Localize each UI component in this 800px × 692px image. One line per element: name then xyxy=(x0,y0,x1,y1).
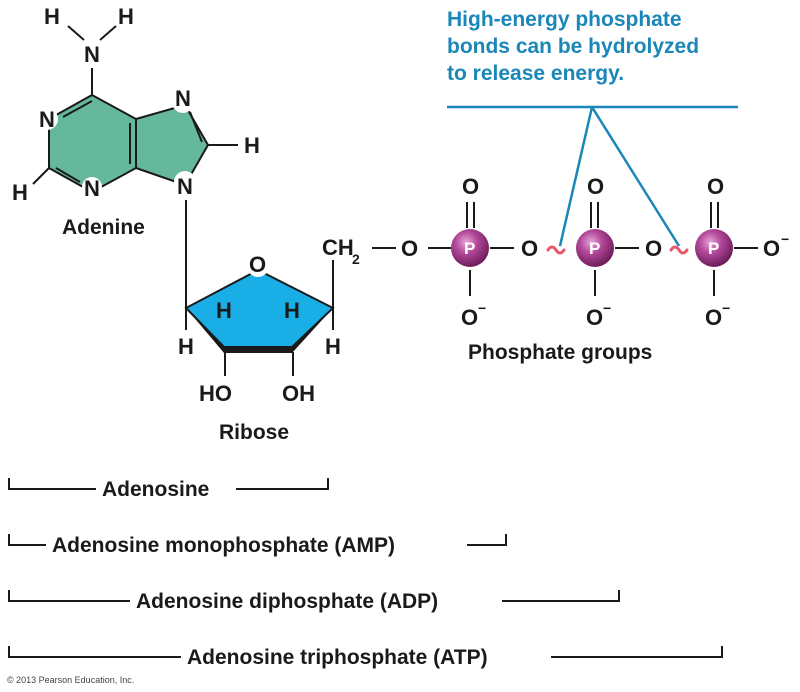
phosphate-groups-label: Phosphate groups xyxy=(468,341,652,364)
callout-pointer-bond-1 xyxy=(558,106,594,247)
atom-oh-left: HO xyxy=(199,381,232,406)
atom-amine-h1: H xyxy=(44,4,60,29)
atom-p3-bottom-o: O xyxy=(705,305,722,330)
amine-h-bond-2 xyxy=(99,25,117,41)
callout-line-3: to release energy. xyxy=(447,62,624,85)
range-label-adp: Adenosine diphosphate (ADP) xyxy=(136,590,438,613)
phosphate-group-3: O P O − O − xyxy=(695,174,789,330)
range-amp: Adenosine monophosphate (AMP) xyxy=(8,534,507,557)
atom-link-o: O xyxy=(401,236,418,261)
adenine: H H N N N N N H H Adenine xyxy=(12,4,260,239)
phosphate-group-1: O P O − O xyxy=(451,174,538,330)
ribose: O H H H H HO OH Ribose CH 2 xyxy=(178,235,360,444)
atom-n9: N xyxy=(177,174,193,199)
ribose-label: Ribose xyxy=(219,421,289,444)
callout-pointer-bond-2 xyxy=(590,106,681,247)
phosphate-chain: O O P O − O O P O − O xyxy=(372,174,789,364)
atom-n7: N xyxy=(175,86,191,111)
copyright: © 2013 Pearson Education, Inc. xyxy=(7,675,134,685)
atom-h2: H xyxy=(12,180,28,205)
svg-text:−: − xyxy=(722,300,730,316)
atom-n3: N xyxy=(84,176,100,201)
atom-p3-right-o: O xyxy=(763,236,780,261)
atom-p1-right-o: O xyxy=(521,236,538,261)
double-bond-n3 xyxy=(55,167,81,183)
range-label-amp: Adenosine monophosphate (AMP) xyxy=(52,534,395,557)
range-label-atp: Adenosine triphosphate (ATP) xyxy=(187,646,488,669)
atom-ring-o: O xyxy=(249,252,266,277)
phosphorus-ball-3 xyxy=(695,229,733,267)
atom-amine-h2: H xyxy=(118,4,134,29)
phosphorus-ball-1 xyxy=(451,229,489,267)
adenine-label: Adenine xyxy=(62,216,145,239)
phosphate-group-2: O P O − O xyxy=(576,174,662,330)
atom-amine-n: N xyxy=(84,42,100,67)
svg-text:−: − xyxy=(603,300,611,316)
atom-p1-top-o: O xyxy=(462,174,479,199)
high-energy-bond-1 xyxy=(546,245,566,255)
atom-h-c4: H xyxy=(325,334,341,359)
range-label-adenosine: Adenosine xyxy=(102,478,209,501)
atom-h-c1: H xyxy=(178,334,194,359)
c2-h-bond xyxy=(32,167,50,185)
callout-line-2: bonds can be hydrolyzed xyxy=(447,35,699,58)
callout-line-1: High-energy phosphate xyxy=(447,8,682,31)
atom-p2-bottom-o: O xyxy=(586,305,603,330)
svg-text:−: − xyxy=(478,300,486,316)
double-bond-n1 xyxy=(62,100,93,118)
atom-p1-bottom-o: O xyxy=(461,305,478,330)
atom-inner-h-right: H xyxy=(284,298,300,323)
adenine-ring xyxy=(48,93,210,194)
ribose-ring xyxy=(184,268,335,348)
double-bond-n7 xyxy=(189,111,203,143)
atom-p3-top-o: O xyxy=(707,174,724,199)
phosphorus-ball-2 xyxy=(576,229,614,267)
range-adenosine: Adenosine xyxy=(8,478,329,501)
atom-p1: P xyxy=(464,239,475,258)
atom-inner-h-left: H xyxy=(216,298,232,323)
high-energy-bond-2 xyxy=(669,245,689,255)
atom-p2-right-o: O xyxy=(645,236,662,261)
amine-h-bond-1 xyxy=(67,25,85,41)
range-atp: Adenosine triphosphate (ATP) xyxy=(8,646,723,669)
range-adp: Adenosine diphosphate (ADP) xyxy=(8,590,620,613)
atom-ch: CH xyxy=(322,235,354,260)
atom-p2: P xyxy=(589,239,600,258)
svg-text:−: − xyxy=(781,231,789,247)
atom-n1: N xyxy=(39,107,55,132)
atom-ch-subscript: 2 xyxy=(352,251,360,267)
atom-p2-top-o: O xyxy=(587,174,604,199)
atom-oh-right: OH xyxy=(282,381,315,406)
callout: High-energy phosphate bonds can be hydro… xyxy=(447,8,738,247)
atom-p3: P xyxy=(708,239,719,258)
atom-h8: H xyxy=(244,133,260,158)
